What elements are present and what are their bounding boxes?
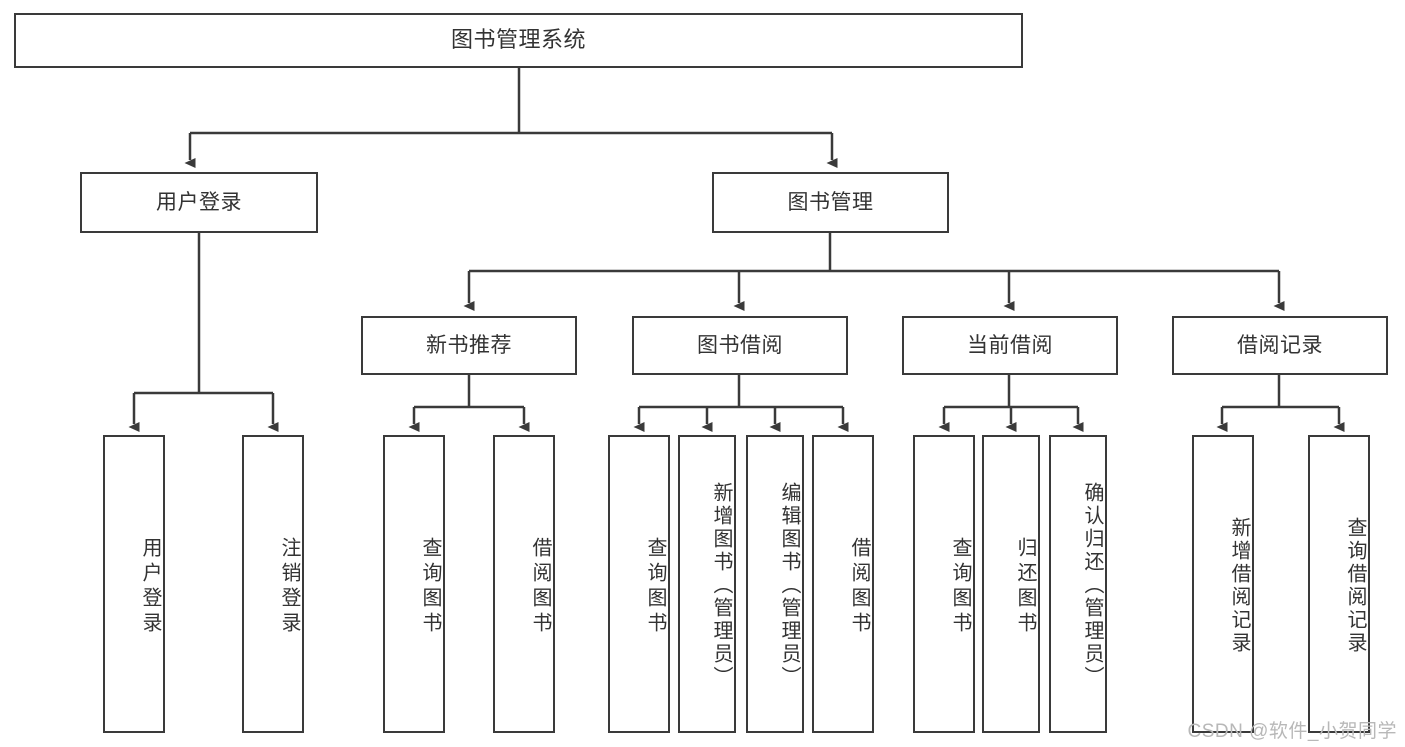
node-root[interactable]: 图书管理系统 <box>14 13 1023 68</box>
leaf-add-borrow-record[interactable]: 新增借阅记录 <box>1192 435 1254 733</box>
leaf-edit-book-admin[interactable]: 编辑图书（管理员） <box>746 435 804 733</box>
node-book-borrow[interactable]: 图书借阅 <box>632 316 848 375</box>
node-current-borrow[interactable]: 当前借阅 <box>902 316 1118 375</box>
leaf-query-book-current-label: 查询图书 <box>949 537 971 637</box>
node-borrow-record-label: 借阅记录 <box>1237 333 1323 357</box>
node-user-login[interactable]: 用户登录 <box>80 172 318 233</box>
leaf-edit-book-admin-label: 编辑图书（管理员） <box>778 482 800 689</box>
leaf-query-book-newbook-label: 查询图书 <box>419 537 441 637</box>
leaf-query-book-borrow[interactable]: 查询图书 <box>608 435 670 733</box>
node-user-login-label: 用户登录 <box>156 190 242 214</box>
leaf-confirm-return-admin-label: 确认归还（管理员） <box>1081 482 1103 689</box>
leaf-borrow-book-borrow[interactable]: 借阅图书 <box>812 435 874 733</box>
node-new-book-recommend[interactable]: 新书推荐 <box>361 316 577 375</box>
node-root-label: 图书管理系统 <box>450 27 586 53</box>
leaf-add-book-admin[interactable]: 新增图书（管理员） <box>678 435 736 733</box>
leaf-add-book-admin-label: 新增图书（管理员） <box>710 482 732 689</box>
leaf-user-login-label: 用户登录 <box>139 537 161 637</box>
leaf-query-borrow-record-label: 查询借阅记录 <box>1344 516 1366 655</box>
leaf-borrow-book-newbook[interactable]: 借阅图书 <box>493 435 555 733</box>
leaf-borrow-book-borrow-label: 借阅图书 <box>848 537 870 637</box>
node-book-borrow-label: 图书借阅 <box>697 333 783 357</box>
leaf-user-login[interactable]: 用户登录 <box>103 435 165 733</box>
leaf-return-book-label: 归还图书 <box>1014 537 1036 637</box>
leaf-add-borrow-record-label: 新增借阅记录 <box>1228 516 1250 655</box>
leaf-borrow-book-newbook-label: 借阅图书 <box>529 537 551 637</box>
node-book-management-label: 图书管理 <box>787 190 874 214</box>
leaf-logout[interactable]: 注销登录 <box>242 435 304 733</box>
leaf-logout-label: 注销登录 <box>278 537 300 637</box>
leaf-query-borrow-record[interactable]: 查询借阅记录 <box>1308 435 1370 733</box>
leaf-query-book-current[interactable]: 查询图书 <box>913 435 975 733</box>
leaf-return-book[interactable]: 归还图书 <box>982 435 1040 733</box>
node-book-management[interactable]: 图书管理 <box>712 172 949 233</box>
node-borrow-record[interactable]: 借阅记录 <box>1172 316 1388 375</box>
node-new-book-recommend-label: 新书推荐 <box>426 333 512 357</box>
leaf-query-book-borrow-label: 查询图书 <box>644 537 666 637</box>
leaf-query-book-newbook[interactable]: 查询图书 <box>383 435 445 733</box>
node-current-borrow-label: 当前借阅 <box>967 333 1053 357</box>
leaf-confirm-return-admin[interactable]: 确认归还（管理员） <box>1049 435 1107 733</box>
